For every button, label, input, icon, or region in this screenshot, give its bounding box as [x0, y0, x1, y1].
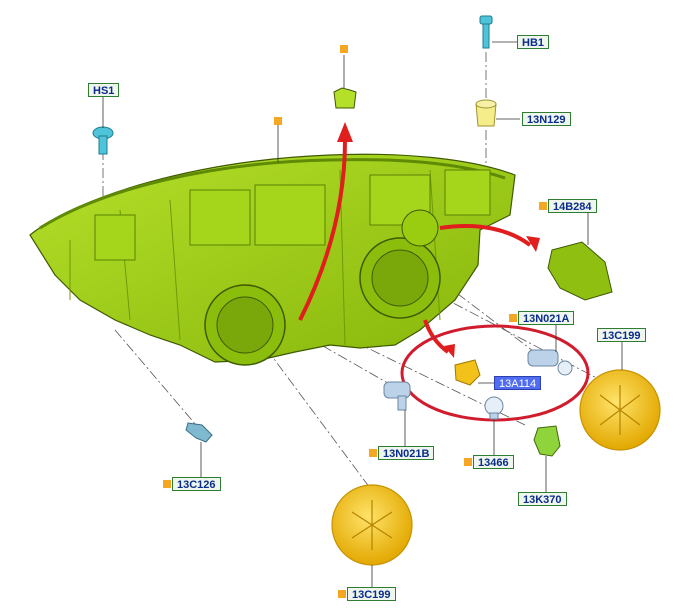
marker-13n021b	[369, 449, 377, 457]
callout-13a114: 13A114	[494, 376, 542, 390]
marker-13n021a	[509, 314, 517, 322]
removal-arrows	[298, 139, 532, 354]
arrow-heads	[337, 122, 540, 358]
module-14b284-icon	[547, 241, 613, 301]
callout-13c126: 13C126	[172, 477, 221, 491]
clip-top-icon	[333, 87, 357, 109]
callout-13n129: 13N129	[522, 112, 571, 126]
screw-hs1-icon	[92, 126, 114, 155]
bulb-13466-icon	[484, 396, 504, 420]
bulb-13n021a-icon	[527, 349, 573, 376]
marker-housing	[274, 117, 282, 125]
callout-hb1: HB1	[517, 35, 550, 49]
marker-13c126	[163, 480, 171, 488]
marker-top-clip	[340, 45, 348, 53]
screw-hb1-icon	[479, 15, 493, 49]
callout-hs1: HS1	[88, 83, 120, 97]
highlight-ring	[400, 324, 590, 422]
connector-13c126-icon	[185, 422, 213, 443]
callout-13n021a: 13N021A	[518, 311, 575, 325]
headlamp-housing	[29, 153, 516, 366]
callout-13c199-right: 13C199	[597, 328, 646, 342]
socket-13k370-icon	[533, 425, 561, 457]
bulb-13n021b-icon	[383, 381, 411, 411]
marker-14b284	[539, 202, 547, 210]
callout-13k370: 13K370	[518, 492, 567, 506]
callout-13n021b: 13N021B	[378, 446, 435, 460]
callout-13c199-bottom: 13C199	[347, 587, 396, 601]
marker-13c199-bottom	[338, 590, 346, 598]
callout-13466: 13466	[473, 455, 514, 469]
lens-cap-right	[579, 369, 661, 451]
lens-cap-bottom	[331, 484, 413, 566]
marker-13466	[464, 458, 472, 466]
callout-14b284: 14B284	[548, 199, 597, 213]
connector-13a114-icon	[454, 359, 481, 386]
grommet-13n129-icon	[475, 99, 497, 127]
